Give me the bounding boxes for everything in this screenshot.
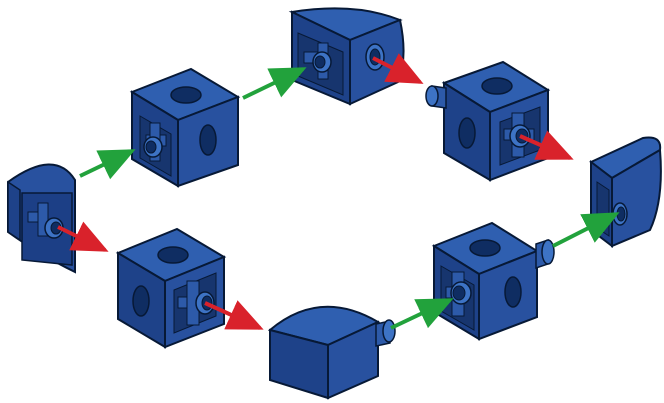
left-quarter-round-block xyxy=(7,163,76,274)
red-arrow-1 xyxy=(57,221,109,252)
green-arrow-2 xyxy=(242,67,307,100)
top-quarter-round-block xyxy=(288,7,405,106)
red-arrow-2 xyxy=(372,53,424,84)
blocks-layer xyxy=(7,7,662,400)
bottom-quarter-round-block xyxy=(267,305,396,400)
bottom-right-cube-block xyxy=(431,221,555,341)
top-left-cube-block xyxy=(129,67,241,188)
arrows-layer xyxy=(57,53,620,330)
green-arrow-3 xyxy=(390,298,454,330)
red-arrow-3 xyxy=(204,300,264,330)
green-arrow-4 xyxy=(552,212,620,248)
right-quarter-round-block xyxy=(589,136,662,249)
top-right-cube-block xyxy=(425,60,551,182)
bottom-left-cube-block xyxy=(115,227,227,349)
red-arrow-4 xyxy=(519,130,574,160)
green-arrow-1 xyxy=(79,149,136,180)
